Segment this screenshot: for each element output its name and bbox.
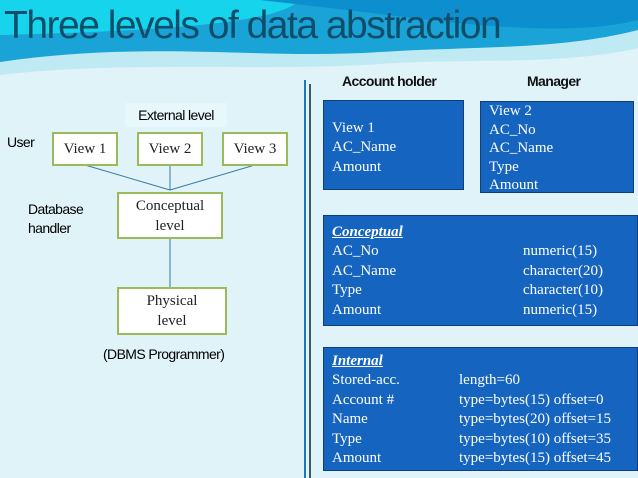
db-handler-line-1: Database: [28, 201, 84, 217]
manager-header: Manager: [527, 73, 581, 89]
physical-line-1: Physical: [146, 293, 198, 309]
field-type: numeric(15): [523, 301, 598, 318]
view1-line: Amount: [332, 158, 382, 175]
field-name: Stored-acc.: [332, 372, 400, 389]
view1-line: AC_Name: [332, 139, 397, 156]
field-storage: type=bytes(20) offset=15: [459, 411, 612, 428]
connector-lines: [84, 164, 256, 287]
internal-row: Type type=bytes(10) offset=35: [332, 430, 637, 449]
external-level-label: External level: [125, 103, 227, 127]
field-storage: type=bytes(15) offset=45: [459, 450, 612, 467]
account-holder-view-box: View 1 AC_Name Amount: [323, 100, 464, 190]
conceptual-line-2: level: [155, 217, 185, 234]
view-3-box: View 3: [222, 132, 288, 166]
field-name: AC_Name: [332, 262, 397, 279]
view2-line: Type: [489, 158, 519, 175]
field-storage: type=bytes(15) offset=0: [459, 391, 604, 408]
field-storage: length=60: [459, 372, 520, 389]
manager-view-box: View 2 AC_No AC_Name Type Amount: [480, 101, 634, 193]
internal-row: Account # type=bytes(15) offset=0: [332, 391, 637, 410]
field-name: Account #: [332, 391, 395, 408]
conceptual-row: Amount numeric(15): [332, 301, 637, 320]
conceptual-row: AC_No numeric(15): [332, 242, 637, 261]
user-label: User: [7, 134, 35, 150]
view1-line: View 1: [332, 120, 375, 136]
view2-line: View 2: [489, 103, 532, 119]
database-handler-label: Database handler: [28, 200, 84, 238]
conceptual-row: Type character(10): [332, 281, 637, 300]
internal-heading: Internal: [332, 353, 383, 369]
dbms-programmer-label: (DBMS Programmer): [103, 346, 225, 362]
field-storage: type=bytes(10) offset=35: [459, 430, 612, 447]
conceptual-row: AC_Name character(20): [332, 262, 637, 281]
field-name: Amount: [332, 301, 382, 318]
field-type: character(20): [523, 262, 603, 279]
view2-line: AC_No: [489, 121, 536, 138]
internal-row: Amount type=bytes(15) offset=45: [332, 449, 637, 468]
physical-line-2: level: [157, 313, 187, 329]
internal-row: Name type=bytes(20) offset=15: [332, 410, 637, 429]
field-name: AC_No: [332, 243, 379, 260]
conceptual-level-box: Conceptual level: [117, 192, 223, 239]
page-title: Three levels of data abstraction: [4, 4, 502, 47]
conceptual-heading: Conceptual: [332, 224, 403, 240]
internal-schema-box: Internal Stored-acc. length=60 Account # t…: [323, 347, 638, 471]
field-name: Type: [332, 430, 362, 447]
field-name: Name: [332, 411, 368, 428]
field-name: Amount: [332, 450, 382, 467]
field-name: Type: [332, 282, 362, 299]
account-holder-header: Account holder: [342, 73, 437, 89]
field-type: character(10): [523, 282, 603, 299]
physical-level-box: Physical level: [117, 287, 227, 335]
field-type: numeric(15): [523, 243, 598, 260]
internal-row: Stored-acc. length=60: [332, 371, 637, 390]
view-2-box: View 2: [137, 132, 203, 166]
view-1-box: View 1: [52, 132, 118, 166]
db-handler-line-2: handler: [28, 220, 71, 236]
conceptual-line-1: Conceptual: [135, 197, 205, 214]
view2-line: AC_Name: [489, 140, 554, 156]
view2-line: Amount: [489, 177, 539, 193]
